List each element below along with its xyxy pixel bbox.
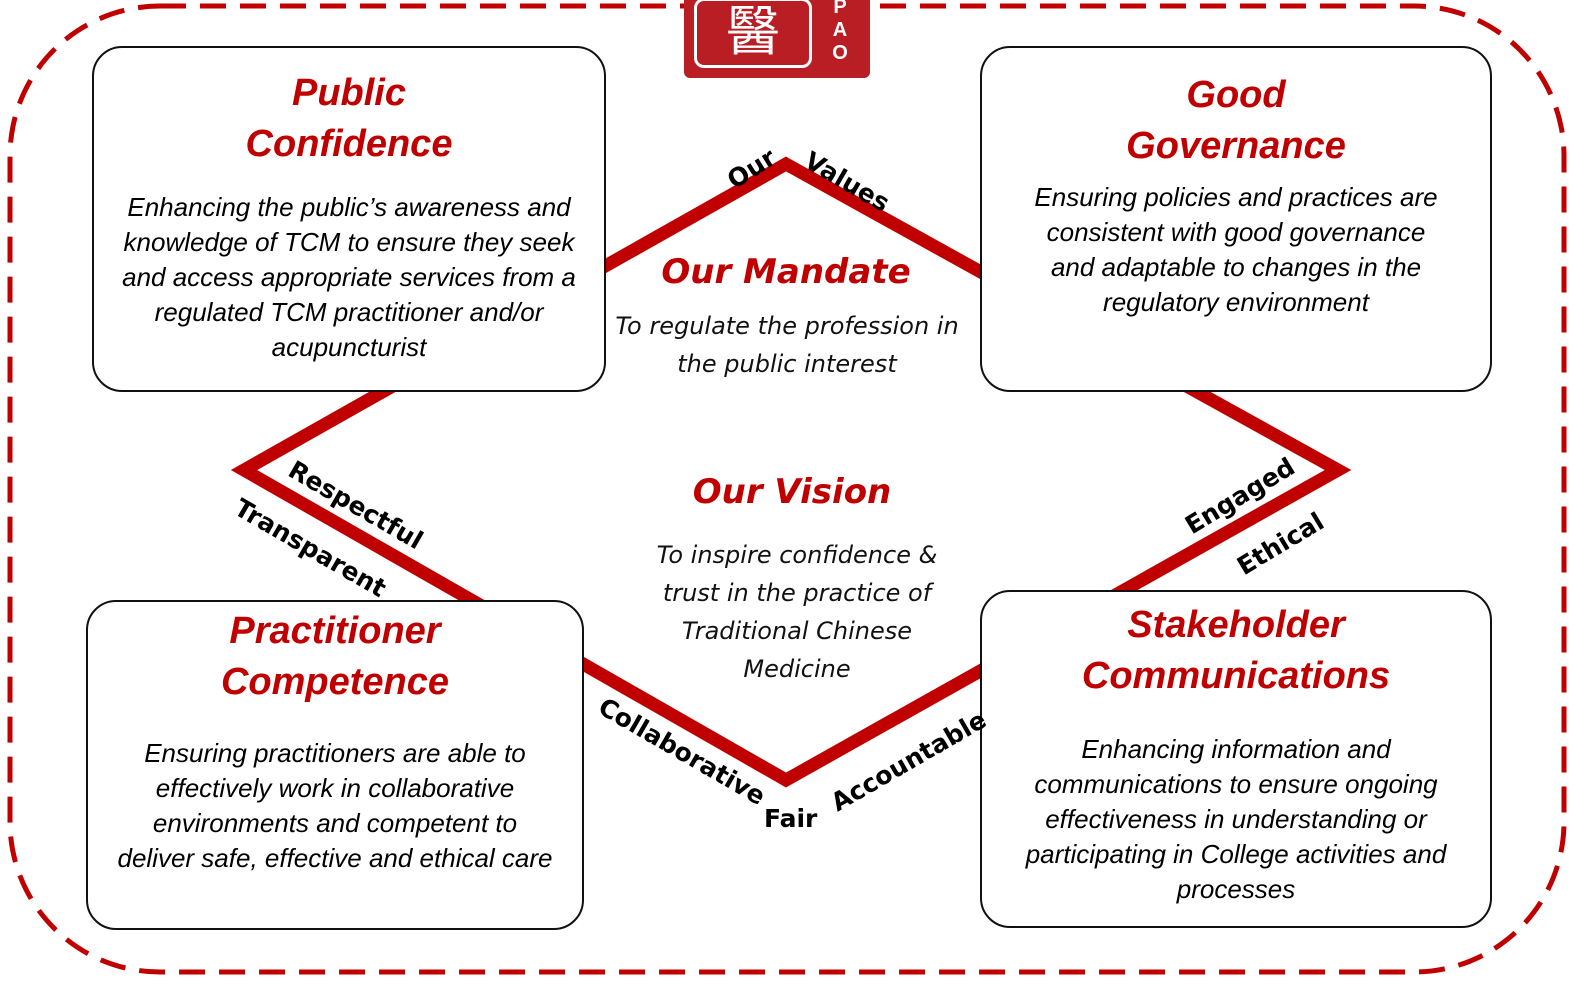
box-title-line: Competence bbox=[220, 661, 450, 703]
box-title-line: Governance bbox=[1126, 125, 1346, 167]
box-title-line: Confidence bbox=[245, 123, 453, 165]
value-label: Fair bbox=[764, 804, 818, 833]
box-practitioner-competence: Practitioner Competence Ensuring practit… bbox=[86, 600, 584, 930]
box-title-line: Good bbox=[1186, 74, 1286, 116]
dashed-border bbox=[7, 3, 1567, 975]
logo-letter: O bbox=[832, 42, 848, 64]
box-title-line: Communications bbox=[1081, 655, 1391, 697]
logo-letter: P bbox=[833, 0, 847, 18]
vision-text: To inspire confidence & trust in the pra… bbox=[656, 541, 938, 683]
box-description: Enhancing information and communications… bbox=[1025, 734, 1447, 904]
logo-letter: A bbox=[832, 19, 848, 41]
box-stakeholder-communications: Stakeholder Communications Enhancing inf… bbox=[980, 590, 1492, 928]
box-title: Practitioner Competence bbox=[88, 606, 582, 708]
logo-glyph: 醫 bbox=[694, 0, 812, 68]
box-title-line: Practitioner bbox=[229, 610, 441, 652]
college-logo: 醫 P A O bbox=[684, 0, 870, 78]
box-description: Enhancing the public’s awareness and kno… bbox=[122, 192, 576, 362]
box-title: Stakeholder Communications bbox=[982, 600, 1490, 702]
box-good-governance: Good Governance Ensuring policies and pr… bbox=[980, 46, 1492, 392]
box-title: Public Confidence bbox=[94, 68, 604, 170]
logo-letters: P A O bbox=[820, 0, 860, 65]
box-description: Ensuring policies and practices are cons… bbox=[1034, 182, 1438, 317]
box-description: Ensuring practitioners are able to effec… bbox=[117, 738, 553, 873]
box-public-confidence: Public Confidence Enhancing the public’s… bbox=[92, 46, 606, 392]
box-title: Good Governance bbox=[982, 70, 1490, 172]
box-title-line: Stakeholder bbox=[1127, 604, 1345, 646]
vision-title: Our Vision bbox=[692, 472, 892, 512]
mandate-text: To regulate the profession in the public… bbox=[615, 312, 959, 378]
mandate-title: Our Mandate bbox=[661, 252, 911, 292]
box-title-line: Public bbox=[291, 72, 407, 114]
